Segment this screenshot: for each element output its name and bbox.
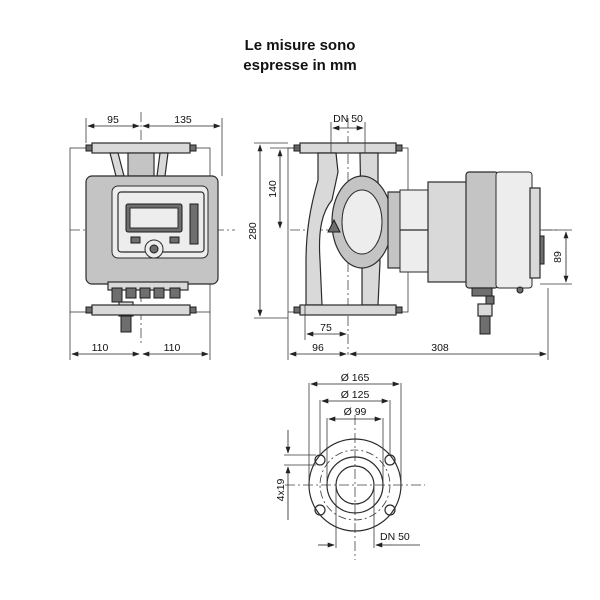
side-cable-glands (471, 286, 524, 335)
side-dimension-75: 75 (304, 305, 347, 340)
dim-4x19-label: 4x19 (275, 478, 287, 501)
flange-view: Ø 165 Ø 125 Ø 99 4x19 (275, 372, 425, 560)
side-pump-casing (293, 142, 403, 316)
dim-75-label: 75 (320, 322, 332, 334)
dim-110-right-label: 110 (164, 342, 181, 354)
front-cable-gland-icon (120, 315, 132, 333)
flow-direction-icon (327, 218, 341, 233)
front-dimension-bottom: 110 110 (69, 312, 211, 360)
caption-line-2: espresse in mm (243, 57, 357, 74)
dim-89-label: 89 (552, 251, 564, 263)
side-view: DN 50 140 280 89 75 (247, 113, 572, 360)
side-dimension-280: 280 (247, 142, 288, 319)
dim-o165-label: Ø 165 (341, 372, 370, 384)
bolt-hole-icon (384, 504, 396, 516)
dim-95-label: 95 (107, 114, 119, 126)
flange-bolt-circle (319, 449, 391, 521)
side-top-flange (299, 142, 397, 154)
side-cable-gland-icon (479, 315, 491, 335)
dim-o99-label: Ø 99 (344, 406, 367, 418)
caption-line-1: Le misure sono (244, 37, 356, 54)
flange-dimension-99: Ø 99 (326, 406, 384, 485)
dim-dn50-flange-label: DN 50 (380, 531, 410, 543)
side-dimension-140: 140 (267, 147, 300, 229)
panel-button-left (130, 236, 141, 244)
dim-135-label: 135 (174, 114, 192, 126)
dim-96-label: 96 (312, 342, 324, 354)
side-dimension-dn50: DN 50 (330, 113, 366, 153)
flange-dimension-165: Ø 165 (308, 372, 402, 485)
front-dimension-top: 95 135 (85, 114, 223, 176)
front-view: 95 135 110 110 (69, 112, 235, 360)
side-led-icon (539, 235, 545, 265)
dim-dn50-side-label: DN 50 (333, 113, 363, 125)
panel-button-right (169, 236, 180, 244)
front-bottom-flange (85, 304, 197, 316)
led-strip (189, 203, 199, 245)
dim-110-left-label: 110 (92, 342, 109, 354)
drawing-caption: Le misure sono espresse in mm (0, 36, 600, 76)
dim-o125-label: Ø 125 (341, 389, 370, 401)
bolt-hole-icon (314, 504, 326, 516)
dim-140-label: 140 (267, 180, 279, 198)
front-top-flange (85, 142, 197, 177)
flange-dimension-4x19: 4x19 (275, 430, 316, 520)
dim-308-label: 308 (431, 342, 449, 354)
side-dimension-89: 89 (540, 229, 572, 285)
front-control-panel (125, 203, 199, 259)
flange-dimension-dn50: DN 50 (318, 485, 420, 548)
flange-dimension-125: Ø 125 (319, 389, 391, 455)
side-bottom-flange (299, 304, 397, 316)
side-dimension-bottom: 96 308 (287, 288, 549, 360)
display-window (129, 207, 179, 229)
side-motor (387, 171, 545, 289)
dim-280-label: 280 (247, 222, 259, 240)
